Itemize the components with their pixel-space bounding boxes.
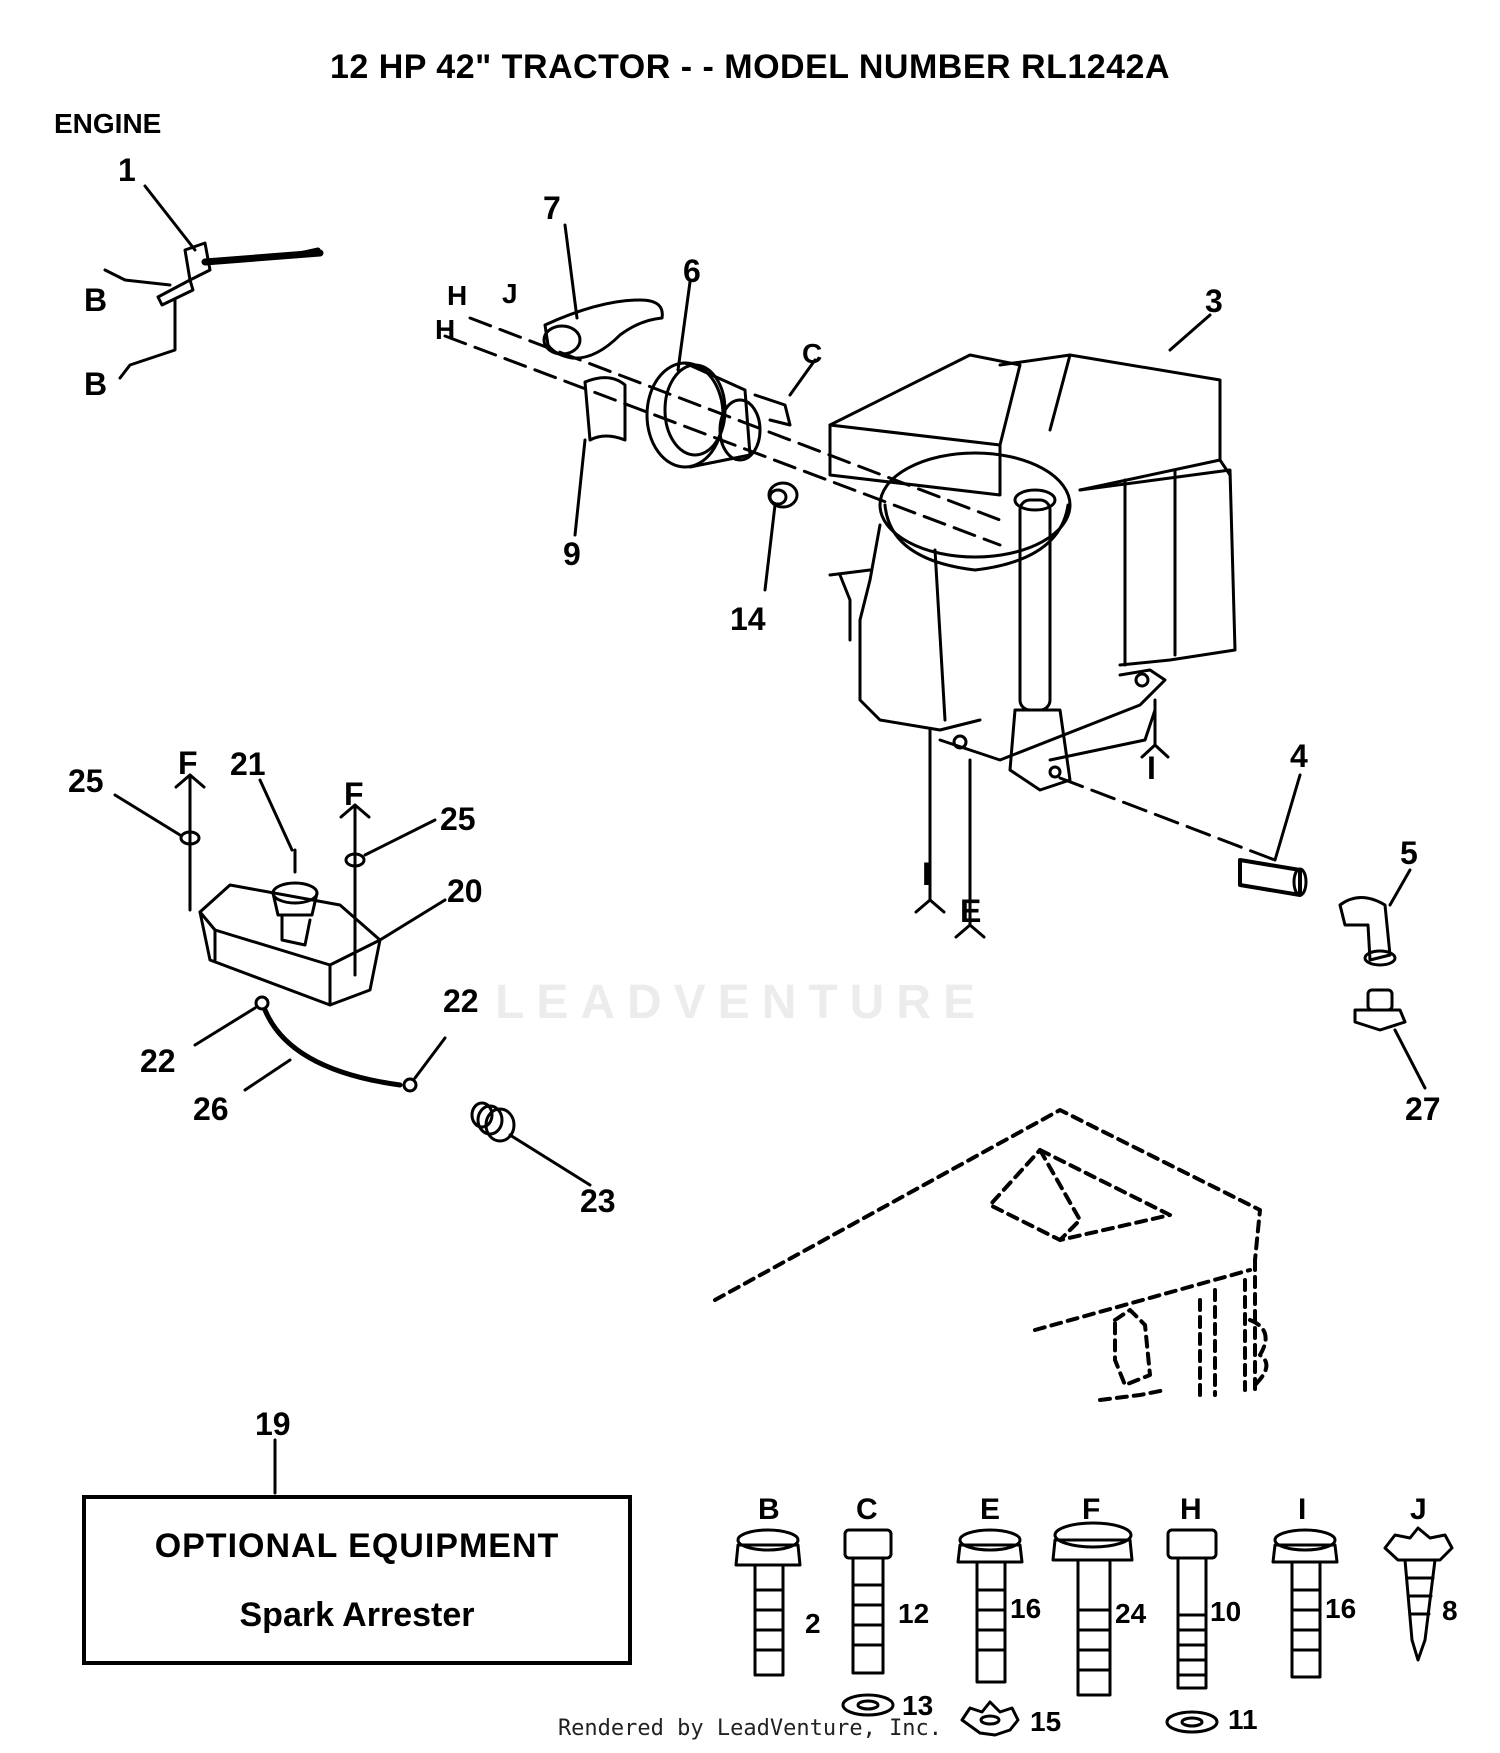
hw-letter-h: H (1180, 1493, 1202, 1526)
fuel-tank-assembly (113, 773, 447, 1093)
hw-bolt-f: 24 (1115, 1598, 1147, 1629)
callout-5: 5 (1400, 835, 1418, 871)
hw-bolt-b: 2 (805, 1608, 821, 1639)
callout-19: 19 (255, 1406, 291, 1442)
hw-letter-e: E (980, 1493, 1001, 1526)
pipe-nipple-part (1238, 773, 1308, 897)
ref-b-lower: B (84, 366, 108, 402)
watermark: LEADVENTURE (495, 976, 988, 1029)
optional-equipment-box: OPTIONAL EQUIPMENT Spark Arrester (82, 1495, 632, 1665)
ref-i-right: I (1147, 750, 1156, 786)
leader-e-tip (954, 923, 986, 939)
chassis-outline (713, 1108, 1269, 1402)
callout-23: 23 (580, 1183, 616, 1219)
hw-washer-h: 11 (1228, 1704, 1258, 1735)
throttle-control-part (143, 184, 324, 307)
hw-letter-f: F (1082, 1493, 1101, 1526)
bushing-part (470, 1101, 592, 1187)
hw-bolt-i: 16 (1325, 1593, 1357, 1624)
callout-22-right: 22 (443, 983, 479, 1019)
callout-3: 3 (1205, 283, 1223, 319)
callout-6: 6 (683, 253, 701, 289)
page-title: 12 HP 42" TRACTOR - - MODEL NUMBER RL124… (329, 48, 1171, 86)
leader-b-upper (103, 268, 172, 287)
optional-equipment-heading: OPTIONAL EQUIPMENT (154, 1527, 560, 1565)
hw-washer-c: 13 (902, 1690, 934, 1721)
callout-14: 14 (730, 601, 766, 637)
hw-letter-j: J (1410, 1493, 1427, 1526)
hw-bolt-e: 16 (1010, 1593, 1042, 1624)
callout-25-right: 25 (440, 801, 476, 837)
ref-f-right: F (344, 776, 364, 812)
optional-equipment-item: Spark Arrester (239, 1596, 475, 1634)
callout-27: 27 (1405, 1091, 1441, 1127)
hw-letter-c: C (856, 1493, 878, 1526)
ref-b-upper: B (84, 282, 108, 318)
hw-screw-j: 8 (1442, 1595, 1458, 1626)
leader-i-right-tip (1140, 743, 1170, 759)
callout-20: 20 (447, 873, 483, 909)
hw-bolt-h: 10 (1210, 1596, 1242, 1627)
callout-4: 4 (1290, 738, 1308, 774)
air-filter-assembly (443, 223, 1002, 592)
ref-e: E (960, 893, 982, 929)
leader-b-lower (118, 298, 177, 380)
footer-credit: Rendered by LeadVenture, Inc. (557, 1716, 943, 1741)
ref-h-lower: H (435, 314, 456, 345)
elbow-part (1338, 868, 1412, 967)
callout-1: 1 (118, 152, 136, 188)
callout-9: 9 (563, 536, 581, 572)
callout-7: 7 (543, 190, 561, 226)
callout-25-left: 25 (68, 763, 104, 799)
hw-letter-i: I (1298, 1493, 1307, 1526)
callout-22-left: 22 (140, 1043, 176, 1079)
callout-21: 21 (230, 746, 266, 782)
engine-part (828, 313, 1282, 864)
hw-bolt-c: 12 (898, 1598, 930, 1629)
hw-letter-b: B (758, 1493, 780, 1526)
ref-i-left: I (922, 856, 931, 892)
leader-i-left-tip (914, 898, 946, 914)
section-heading: ENGINE (54, 108, 162, 139)
ref-f-left: F (178, 745, 198, 781)
plug-part (1353, 988, 1427, 1090)
callout-26: 26 (193, 1091, 229, 1127)
ref-c: C (802, 338, 823, 369)
hw-washer-e: 15 (1030, 1706, 1062, 1737)
hardware-row (734, 1521, 1454, 1737)
ref-h-upper: H (447, 280, 468, 311)
ref-j: J (502, 278, 518, 309)
